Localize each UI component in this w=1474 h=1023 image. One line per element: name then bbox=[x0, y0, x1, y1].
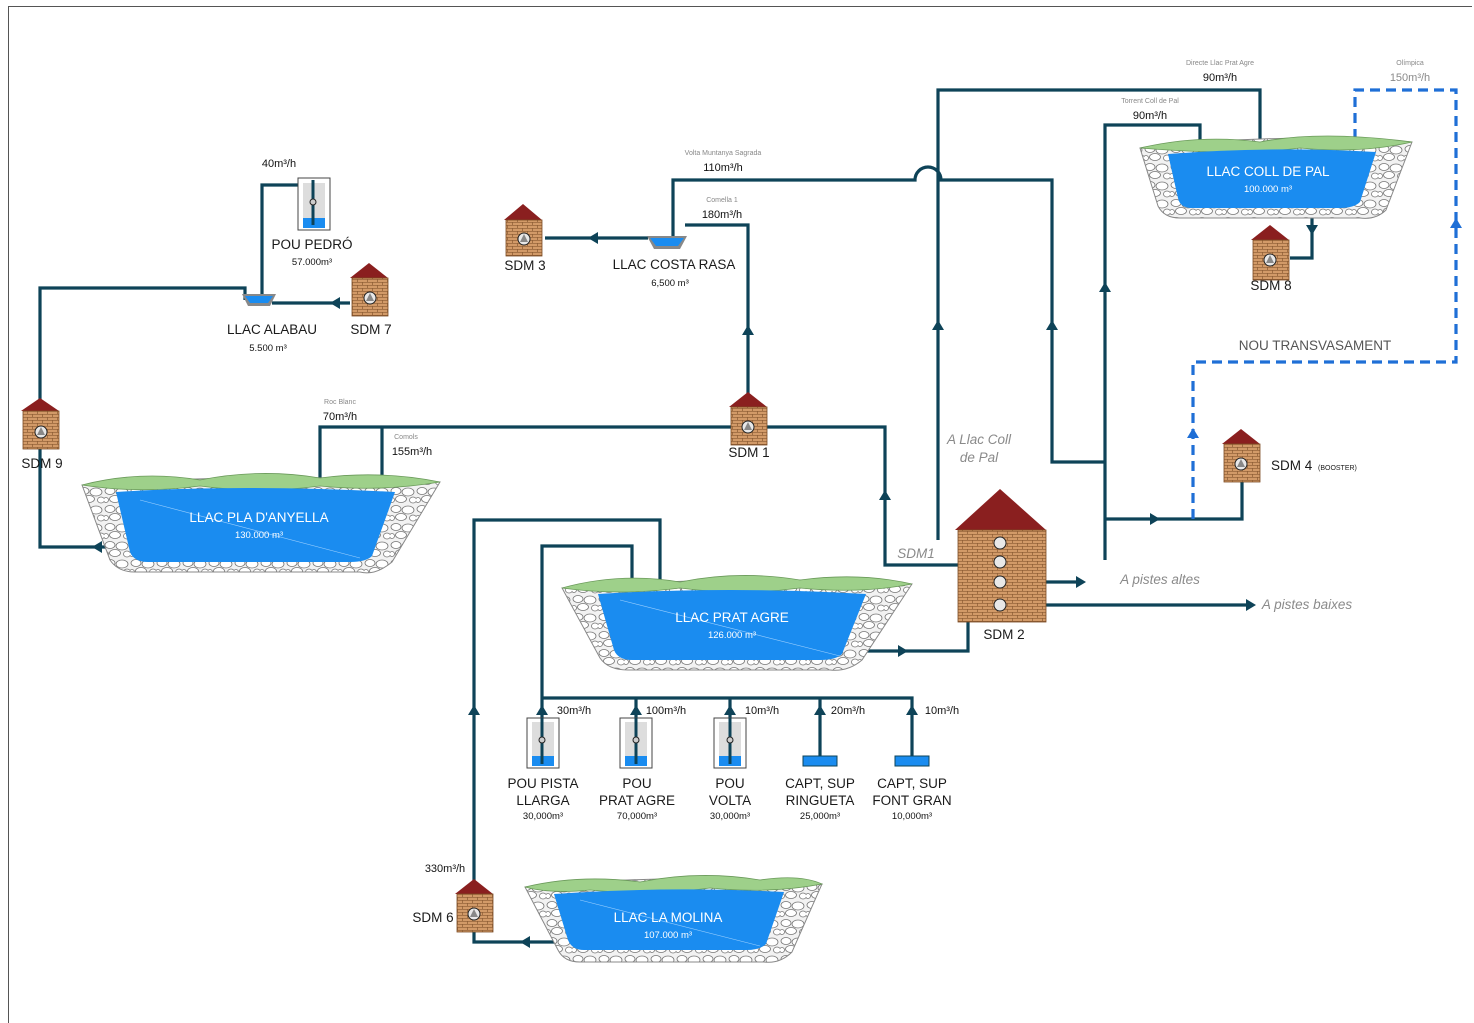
lake-alabau bbox=[242, 294, 276, 306]
intake-font-gran-line2: FONT GRAN bbox=[872, 793, 951, 808]
lake-coll-de-pal-volume: 100.000 m³ bbox=[1244, 184, 1292, 195]
lake-alabau-name: LLAC ALABAU bbox=[227, 322, 317, 337]
lake-la-molina bbox=[524, 875, 824, 963]
station-sdm1-label: SDM 1 bbox=[728, 445, 769, 460]
flow-prat-agre: 100m³/h bbox=[646, 705, 686, 717]
station-sdm2-label: SDM 2 bbox=[983, 627, 1024, 642]
flow-arrows bbox=[92, 148, 1318, 948]
station-sdm9 bbox=[21, 398, 60, 450]
lake-costa-rasa-volume: 6,500 m³ bbox=[651, 278, 689, 289]
lake-la-molina-volume: 107.000 m³ bbox=[644, 930, 692, 941]
flow-volta-muntanya-name: Volta Muntanya Sagrada bbox=[685, 150, 762, 157]
station-sdm4 bbox=[1222, 429, 1261, 483]
flow-roc-blanc-name: Roc Blanc bbox=[324, 399, 356, 406]
station-sdm7-label: SDM 7 bbox=[350, 322, 391, 337]
lake-prat-agre-volume: 126.000 m³ bbox=[708, 630, 756, 641]
flow-roc-blanc: 70m³/h bbox=[323, 411, 357, 423]
lake-alabau-volume: 5.500 m³ bbox=[249, 343, 287, 354]
lake-coll-de-pal bbox=[1139, 135, 1413, 219]
flow-pedro: 40m³/h bbox=[262, 158, 296, 170]
station-sdm3 bbox=[504, 204, 543, 257]
flow-comols-name: Comols bbox=[394, 434, 418, 441]
annotation-nou-transvasament: NOU TRANSVASAMENT bbox=[1239, 338, 1392, 353]
flow-sdm6: 330m³/h bbox=[425, 863, 465, 875]
well-pou-prat-agre-line2: PRAT AGRE bbox=[599, 793, 675, 808]
station-sdm4-note: (BOOSTER) bbox=[1318, 465, 1357, 472]
station-sdm1 bbox=[729, 392, 768, 446]
annotation-a-llac-coll-2: de Pal bbox=[960, 450, 999, 465]
lake-coll-de-pal-name: LLAC COLL DE PAL bbox=[1206, 164, 1330, 179]
flow-pista-llarga: 30m³/h bbox=[557, 705, 591, 717]
well-pou-pedro-volume: 57.000m³ bbox=[292, 257, 332, 268]
well-pou-volta bbox=[713, 717, 747, 769]
annotation-sdm1-side: SDM1 bbox=[897, 546, 935, 561]
annotation-a-llac-coll-1: A Llac Coll bbox=[946, 432, 1012, 447]
annotation-pistes-altes: A pistes altes bbox=[1119, 572, 1200, 587]
well-pou-prat-agre bbox=[619, 717, 653, 769]
flow-comella-name: Comella 1 bbox=[706, 197, 738, 204]
station-sdm8-label: SDM 8 bbox=[1250, 278, 1291, 293]
lake-prat-agre bbox=[561, 575, 913, 671]
lake-pla-danyella bbox=[81, 473, 441, 574]
well-pou-pista-llarga-line2: LLARGA bbox=[516, 793, 569, 808]
flow-volta: 10m³/h bbox=[745, 705, 779, 717]
lake-la-molina-name: LLAC LA MOLINA bbox=[614, 910, 723, 925]
flow-torrent-name: Torrent Coll de Pal bbox=[1121, 98, 1179, 105]
intake-ringueta-line1: CAPT, SUP bbox=[785, 776, 855, 791]
station-sdm9-label: SDM 9 bbox=[21, 456, 62, 471]
well-pou-volta-line2: VOLTA bbox=[709, 793, 751, 808]
lake-pla-danyella-volume: 130.000 m³ bbox=[235, 530, 283, 541]
lake-costa-rasa-name: LLAC COSTA RASA bbox=[613, 257, 736, 272]
station-sdm4-label: SDM 4 bbox=[1271, 458, 1313, 473]
lake-costa-rasa bbox=[647, 236, 687, 249]
well-pou-pista-llarga bbox=[526, 717, 560, 769]
well-pou-pista-llarga-line1: POU PISTA bbox=[507, 776, 578, 791]
flow-volta-muntanya: 110m³/h bbox=[703, 162, 743, 174]
flow-olimpica-name: Olímpica bbox=[1396, 60, 1424, 67]
flow-torrent: 90m³/h bbox=[1133, 110, 1167, 122]
flow-directe-name: Directe Llac Prat Agre bbox=[1186, 60, 1254, 67]
lake-pla-danyella-name: LLAC PLA D'ANYELLA bbox=[189, 510, 328, 525]
flow-font-gran: 10m³/h bbox=[925, 705, 959, 717]
well-pou-pedro bbox=[297, 177, 331, 231]
flow-ringueta: 20m³/h bbox=[831, 705, 865, 717]
station-sdm8 bbox=[1251, 225, 1290, 281]
lake-prat-agre-name: LLAC PRAT AGRE bbox=[675, 610, 789, 625]
annotation-pistes-baixes: A pistes baixes bbox=[1261, 597, 1353, 612]
intake-ringueta-volume: 25,000m³ bbox=[800, 811, 840, 822]
well-pou-pista-llarga-volume: 30,000m³ bbox=[523, 811, 563, 822]
well-pou-volta-volume: 30,000m³ bbox=[710, 811, 750, 822]
intake-font-gran-volume: 10,000m³ bbox=[892, 811, 932, 822]
station-sdm6-label: SDM 6 bbox=[412, 910, 453, 925]
station-sdm3-label: SDM 3 bbox=[504, 258, 545, 273]
flow-comols: 155m³/h bbox=[392, 446, 432, 458]
well-pou-prat-agre-volume: 70,000m³ bbox=[617, 811, 657, 822]
diagram-frame bbox=[8, 6, 1472, 1023]
intake-ringueta-line2: RINGUETA bbox=[786, 793, 855, 808]
intake-capt-font-gran bbox=[894, 755, 930, 767]
intake-capt-ringueta bbox=[802, 755, 838, 767]
station-sdm7 bbox=[350, 263, 389, 317]
flow-directe: 90m³/h bbox=[1203, 72, 1237, 84]
well-pou-prat-agre-line1: POU bbox=[622, 776, 651, 791]
station-sdm2 bbox=[955, 489, 1047, 623]
flow-comella: 180m³/h bbox=[702, 209, 742, 221]
intake-font-gran-line1: CAPT, SUP bbox=[877, 776, 947, 791]
well-pou-volta-line1: POU bbox=[715, 776, 744, 791]
well-pou-pedro-label: POU PEDRÓ bbox=[271, 237, 352, 252]
station-sdm6 bbox=[455, 879, 494, 933]
flow-olimpica: 150m³/h bbox=[1390, 72, 1430, 84]
